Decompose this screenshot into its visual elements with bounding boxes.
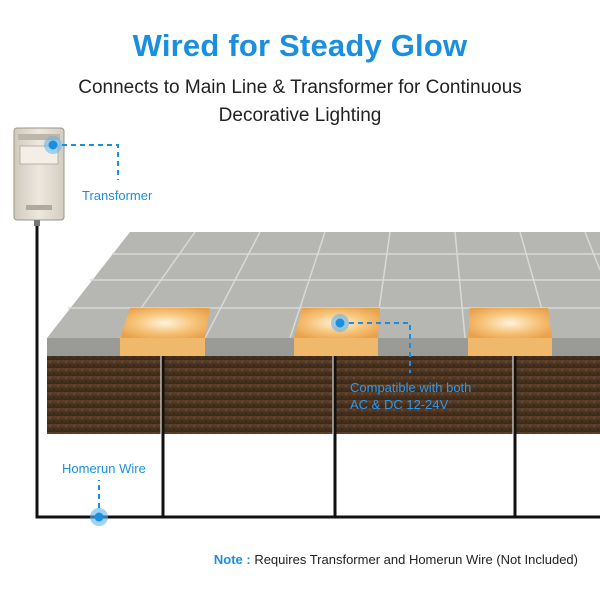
note-text: Note : Requires Transformer and Homerun … bbox=[214, 552, 578, 567]
paver-light-1 bbox=[120, 308, 210, 356]
drop-wires bbox=[161, 356, 517, 517]
compatible-label-line1: Compatible with both bbox=[350, 380, 472, 395]
soil-section bbox=[47, 356, 600, 434]
diagram-title: Wired for Steady Glow bbox=[132, 28, 468, 63]
note-body: Requires Transformer and Homerun Wire (N… bbox=[250, 552, 578, 567]
transformer-callout bbox=[44, 136, 119, 180]
homerun-label: Homerun Wire bbox=[62, 461, 146, 476]
paver-light-3 bbox=[468, 308, 552, 356]
paver-front-face bbox=[47, 338, 600, 356]
homerun-callout bbox=[90, 480, 108, 526]
homerun-wire bbox=[35, 225, 600, 519]
note-prefix: Note : bbox=[213, 552, 251, 567]
transformer-label: Transformer bbox=[82, 188, 153, 203]
compatible-callout bbox=[331, 314, 411, 373]
diagram-subtitle: Connects to Main Line & Transformer for … bbox=[78, 77, 522, 126]
compatible-label-line2: AC & DC 12-24V bbox=[350, 397, 449, 412]
